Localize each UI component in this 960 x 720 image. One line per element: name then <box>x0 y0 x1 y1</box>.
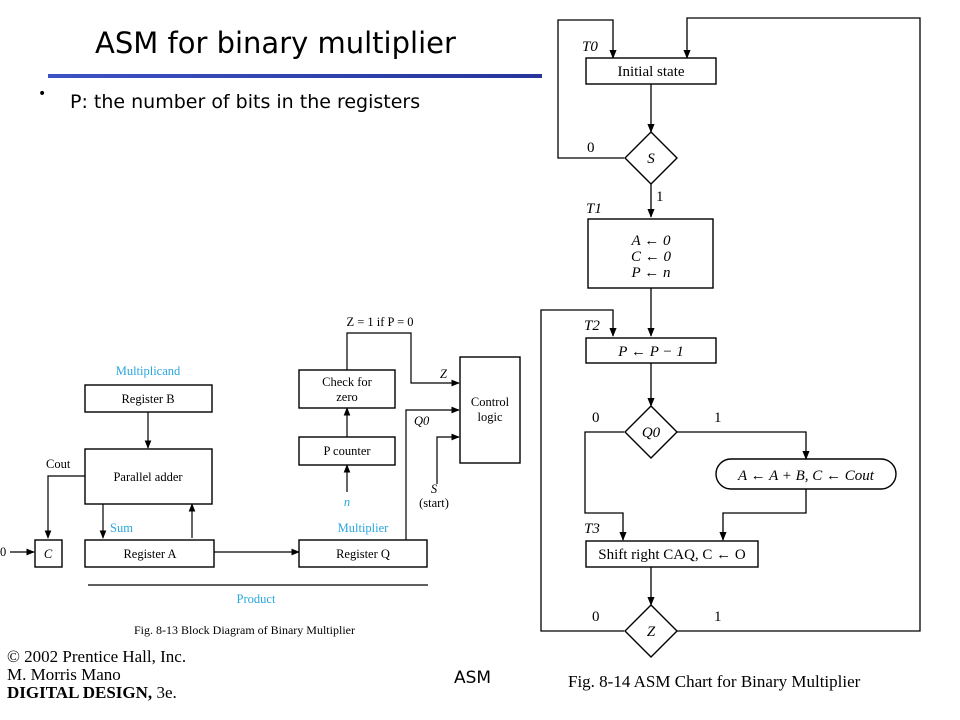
n-label: n <box>344 495 350 509</box>
z-decision-text: Z <box>647 624 656 640</box>
t3-label: T3 <box>584 521 600 537</box>
t3-op-text: Shift right CAQ, C ← O <box>598 547 746 563</box>
t0-label: T0 <box>582 39 598 55</box>
book-edition: 3e. <box>152 683 177 702</box>
z-condition-label: Z = 1 if P = 0 <box>346 315 413 329</box>
footer-asm-label: ASM <box>454 668 492 688</box>
s-decision-text: S <box>647 151 655 167</box>
s-signal-label: S <box>431 482 438 496</box>
parallel-adder-box <box>84 448 213 505</box>
q0-one-label: 1 <box>714 410 722 426</box>
t1-op-a: A ← 0 <box>631 233 671 249</box>
c-flipflop-box <box>34 539 63 568</box>
z-one-label: 1 <box>714 609 722 625</box>
check-zero-line1: Check for <box>322 375 372 389</box>
t1-op-p: P ← n <box>631 265 671 281</box>
register-b-text: Register B <box>121 392 174 406</box>
multiplier-label: Multiplier <box>338 521 390 535</box>
s-decision-diamond <box>624 131 678 185</box>
p-counter-box <box>298 436 396 466</box>
t1-op-c: C ← 0 <box>631 249 672 265</box>
block-diagram-caption: Fig. 8-13 Block Diagram of Binary Multip… <box>134 623 355 637</box>
multiplicand-label: Multiplicand <box>116 364 181 378</box>
q0-decision-diamond <box>624 405 678 459</box>
asm-chart <box>540 17 921 632</box>
block-diagram-wires <box>10 332 460 586</box>
control-logic-line2: logic <box>478 410 503 424</box>
add-op-text: A ← A + B, C ← Cout <box>737 468 875 484</box>
bullet-dot: • <box>38 86 47 102</box>
initial-state-text: Initial state <box>617 64 684 80</box>
t1-state-box <box>587 218 714 289</box>
check-zero-box <box>298 369 396 409</box>
register-q-text: Register Q <box>336 547 390 561</box>
initial-state-box <box>585 57 717 85</box>
register-a-box <box>84 539 215 568</box>
zero-input-label: 0 <box>0 545 6 559</box>
z-signal-label: Z <box>440 367 448 381</box>
control-logic-box <box>459 356 521 464</box>
z-decision-diamond <box>624 604 678 658</box>
book-title: DIGITAL DESIGN, <box>7 683 153 702</box>
t2-state-box <box>585 337 717 364</box>
conditional-add-box <box>715 458 897 490</box>
t2-op-text: P ← P − 1 <box>617 344 683 360</box>
q0-zero-label: 0 <box>592 410 600 426</box>
parallel-adder-text: Parallel adder <box>113 470 183 484</box>
s-zero-label: 0 <box>587 140 595 156</box>
register-q-box <box>298 539 428 568</box>
t1-label: T1 <box>586 201 602 217</box>
copyright-line1: © 2002 Prentice Hall, Inc. <box>7 647 187 666</box>
c-box-text: C <box>44 547 53 561</box>
start-label: (start) <box>419 496 449 510</box>
copyright-line2: M. Morris Mano <box>7 665 121 684</box>
sum-label: Sum <box>110 521 133 535</box>
q0-signal-label: Q0 <box>414 414 430 428</box>
q0-decision-text: Q0 <box>642 425 661 441</box>
check-zero-line2: zero <box>336 390 358 404</box>
copyright-block: © 2002 Prentice Hall, Inc. M. Morris Man… <box>7 648 186 702</box>
register-b-box <box>84 384 213 413</box>
z-zero-label: 0 <box>592 609 600 625</box>
control-logic-line1: Control <box>471 395 510 409</box>
cout-label: Cout <box>46 457 71 471</box>
t2-label: T2 <box>584 318 600 334</box>
copyright-line3: DIGITAL DESIGN, 3e. <box>7 684 186 702</box>
slide-title: ASM for binary multiplier <box>95 26 456 60</box>
s-one-label: 1 <box>656 189 664 205</box>
p-counter-text: P counter <box>323 444 371 458</box>
register-a-text: Register A <box>123 547 176 561</box>
bullet-text: P: the number of bits in the registers <box>70 91 421 113</box>
asm-caption: Fig. 8-14 ASM Chart for Binary Multiplie… <box>568 672 861 691</box>
t3-state-box <box>585 540 759 568</box>
product-label: Product <box>237 592 276 606</box>
title-underline <box>48 74 542 78</box>
